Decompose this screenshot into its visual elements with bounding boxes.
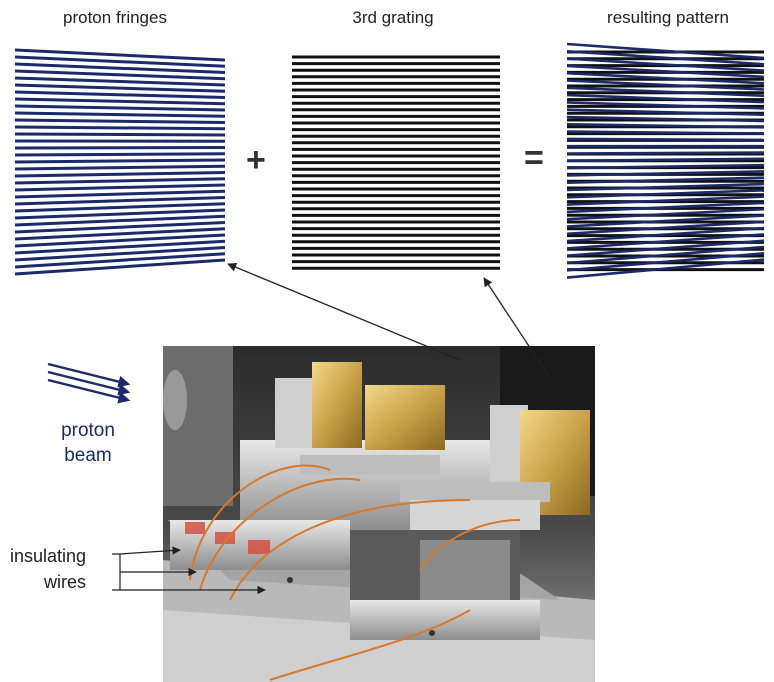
result-fringe-line bbox=[566, 182, 765, 192]
result-fringe-line bbox=[566, 71, 765, 85]
result-fringe-line bbox=[566, 189, 765, 199]
grating-arrow bbox=[483, 277, 549, 376]
fringe-line bbox=[14, 69, 226, 81]
result-fringe-line bbox=[566, 176, 765, 184]
apparatus-photo bbox=[163, 346, 595, 682]
fringe-line bbox=[14, 233, 226, 248]
plus-sign: + bbox=[246, 141, 266, 179]
fringe-line bbox=[14, 196, 226, 206]
proton-beam-label-line2: beam bbox=[64, 445, 112, 466]
insulating-wires-leaders bbox=[112, 546, 266, 595]
result-fringe-line bbox=[566, 130, 765, 135]
fringe-line bbox=[14, 76, 226, 87]
fringe-line bbox=[14, 97, 226, 106]
result-fringe-line bbox=[566, 151, 765, 155]
proton-fringes-title: proton fringes bbox=[63, 8, 167, 27]
third-grating-title: 3rd grating bbox=[352, 8, 434, 27]
result-fringe-line bbox=[566, 226, 765, 243]
fringe-line bbox=[14, 158, 226, 164]
result-fringe-line bbox=[566, 201, 765, 214]
result-fringe-line bbox=[566, 163, 765, 170]
result-fringe-line bbox=[566, 220, 765, 236]
result-fringe-line bbox=[566, 252, 765, 272]
result-fringe-line bbox=[566, 79, 765, 91]
resulting-pattern-title: resulting pattern bbox=[607, 8, 729, 27]
resulting-pattern-panel bbox=[566, 42, 765, 279]
result-fringe-line bbox=[566, 108, 765, 116]
result-fringe-line bbox=[566, 258, 765, 279]
third-grating-panel bbox=[292, 55, 500, 270]
fringe-line bbox=[14, 214, 226, 227]
fringe-line bbox=[14, 48, 226, 62]
result-fringe-line bbox=[566, 42, 765, 60]
fringe-line bbox=[14, 177, 226, 185]
result-fringe-line bbox=[566, 115, 765, 123]
result-fringe-line bbox=[566, 101, 765, 110]
fringe-line bbox=[14, 132, 226, 137]
fringe-line bbox=[14, 202, 226, 213]
fringe-line bbox=[14, 104, 226, 112]
result-fringe-line bbox=[566, 123, 765, 129]
proton-beam-label-line1: proton bbox=[61, 420, 115, 441]
equals-sign: = bbox=[524, 139, 544, 177]
fringe-line bbox=[14, 252, 226, 269]
result-fringe-line bbox=[566, 86, 765, 98]
fringe-line bbox=[14, 208, 226, 220]
fringe-line bbox=[14, 246, 226, 262]
fringe-line bbox=[14, 90, 226, 99]
result-fringe-line bbox=[566, 157, 765, 163]
fringe-line bbox=[14, 118, 226, 124]
fringe-line bbox=[14, 258, 226, 276]
proton-beam-arrows bbox=[47, 362, 131, 404]
fringe-line bbox=[14, 164, 226, 171]
fringe-line bbox=[14, 152, 226, 157]
fringe-line bbox=[14, 125, 226, 131]
fringe-line bbox=[14, 183, 226, 192]
fringe-line bbox=[14, 83, 226, 93]
result-fringe-line bbox=[566, 207, 765, 221]
proton-beam-label: proton beam bbox=[48, 418, 128, 468]
result-fringe-line bbox=[566, 64, 765, 79]
fringe-line bbox=[14, 189, 226, 199]
fringe-line bbox=[14, 111, 226, 118]
result-fringe-line bbox=[566, 214, 765, 228]
result-fringe-line bbox=[566, 170, 765, 177]
result-fringe-line bbox=[566, 137, 765, 142]
result-fringe-line bbox=[566, 233, 765, 250]
result-fringe-line bbox=[566, 50, 765, 66]
insulating-label: insulating bbox=[10, 546, 87, 566]
fringe-line bbox=[14, 239, 226, 255]
result-fringe-line bbox=[566, 57, 765, 72]
result-fringe-line bbox=[566, 245, 765, 265]
fringe-line bbox=[14, 171, 226, 178]
fringe-line bbox=[14, 55, 226, 68]
fringe-line bbox=[14, 62, 226, 74]
result-fringe-line bbox=[566, 195, 765, 206]
wires-label: wires bbox=[44, 572, 87, 592]
result-fringe-line bbox=[566, 239, 765, 257]
fringe-line bbox=[14, 221, 226, 234]
result-fringe-line bbox=[566, 93, 765, 104]
fringe-line bbox=[14, 146, 226, 150]
fringe-line bbox=[14, 227, 226, 241]
proton-fringes-panel bbox=[14, 48, 226, 276]
fringes-arrow bbox=[227, 262, 461, 361]
